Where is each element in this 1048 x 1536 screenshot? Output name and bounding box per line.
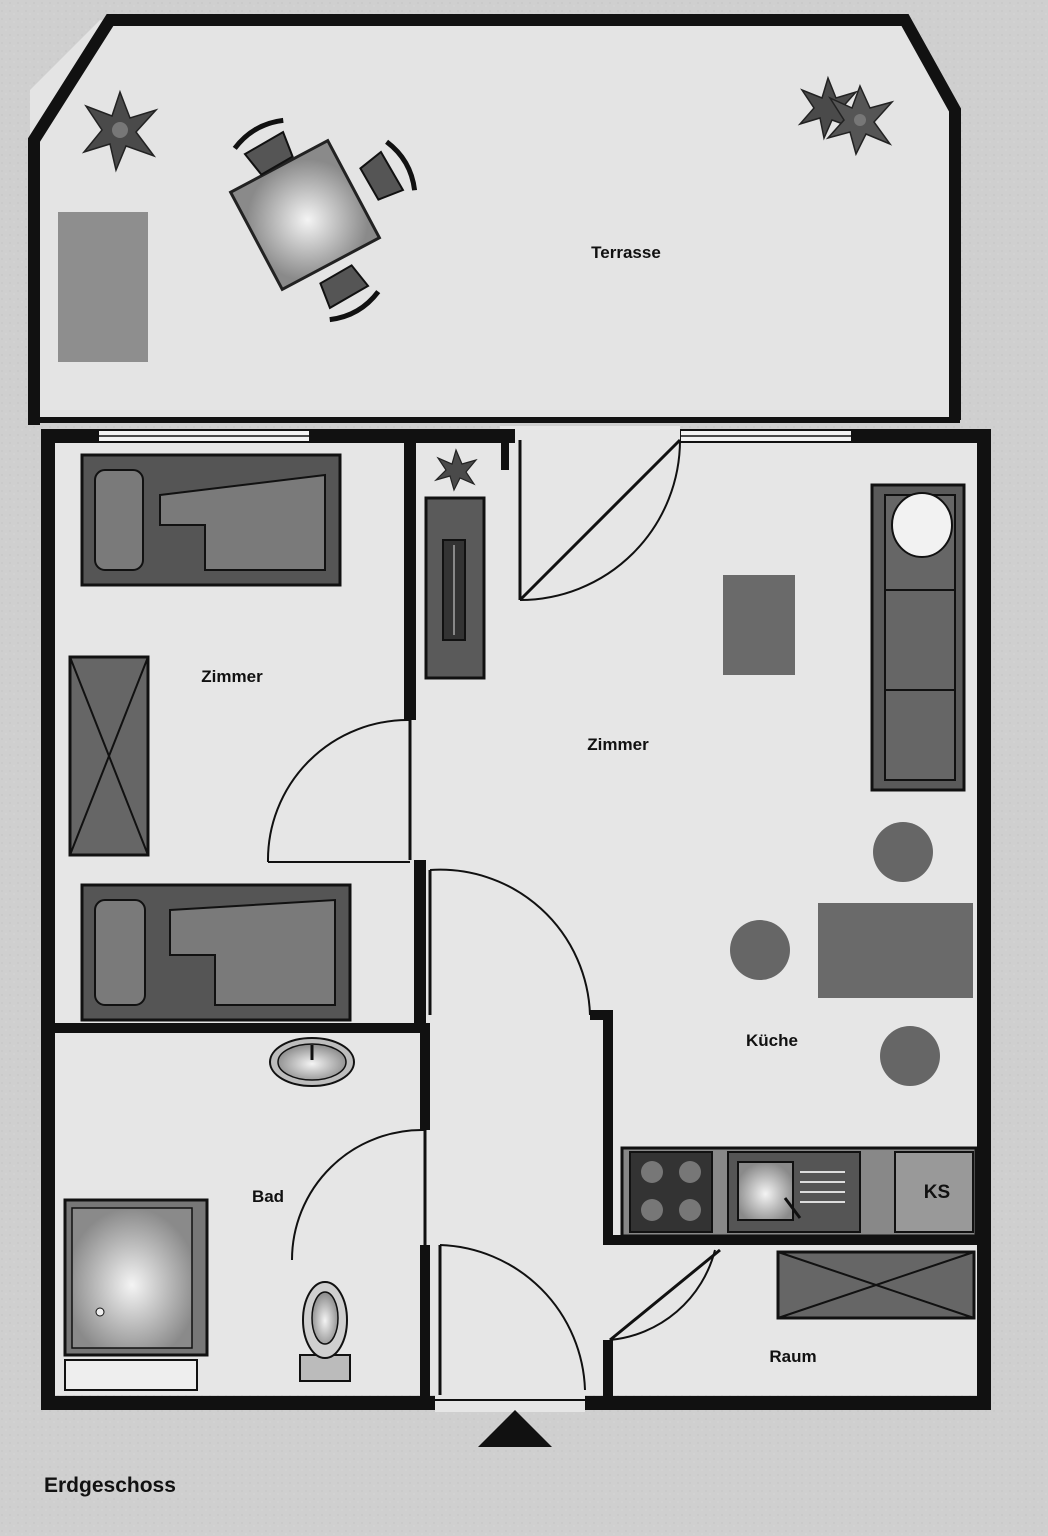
kitchen-counter bbox=[620, 1146, 978, 1238]
toilet-icon bbox=[299, 1281, 351, 1382]
sofa-icon bbox=[870, 483, 966, 792]
dining-chair bbox=[873, 822, 933, 882]
entrance-arrow-icon bbox=[478, 1410, 552, 1447]
door-swing bbox=[429, 868, 591, 1016]
chair-icon bbox=[232, 117, 294, 176]
stove-icon bbox=[629, 1151, 713, 1233]
dining-table bbox=[818, 903, 973, 998]
chair-icon bbox=[319, 264, 381, 323]
bed-icon bbox=[80, 453, 342, 587]
wardrobe-icon bbox=[68, 655, 150, 857]
room-label-zimmer-bedroom: Zimmer bbox=[201, 667, 263, 686]
washbasin-icon bbox=[269, 1037, 355, 1087]
floor-caption: Erdgeschoss bbox=[44, 1474, 176, 1497]
plant-icon bbox=[81, 89, 159, 173]
plant-icon bbox=[825, 84, 895, 157]
door-swing bbox=[609, 1249, 716, 1341]
door-swing bbox=[291, 1128, 426, 1261]
terrace-table bbox=[228, 138, 382, 292]
storage-shelf bbox=[776, 1250, 976, 1320]
bed-icon bbox=[80, 883, 352, 1022]
dining-chair bbox=[730, 920, 790, 980]
tv-cabinet-icon bbox=[424, 496, 486, 680]
chair-icon bbox=[359, 139, 418, 201]
coffee-table bbox=[723, 575, 795, 675]
plant-icon bbox=[433, 448, 478, 492]
room-label-kueche: Küche bbox=[746, 1031, 798, 1050]
bathroom-bench bbox=[64, 1359, 198, 1391]
room-label-zimmer-living: Zimmer bbox=[587, 735, 649, 754]
room-label-terrasse: Terrasse bbox=[591, 243, 661, 262]
dining-chair bbox=[880, 1026, 940, 1086]
interior-wall bbox=[590, 1010, 613, 1145]
door-swing bbox=[439, 1244, 586, 1391]
door-swing bbox=[266, 718, 411, 863]
room-label-bad: Bad bbox=[252, 1187, 284, 1206]
fridge-label: KS bbox=[924, 1182, 950, 1203]
terrace-wall bbox=[28, 14, 961, 425]
door-leaf bbox=[609, 1248, 721, 1342]
door-leaf bbox=[518, 438, 682, 602]
terrace-floor bbox=[30, 20, 950, 420]
room-label-raum: Raum bbox=[769, 1347, 816, 1366]
shower-icon bbox=[63, 1198, 209, 1357]
terrace-lounger bbox=[58, 212, 148, 362]
fridge-icon bbox=[894, 1151, 974, 1233]
door-swing bbox=[519, 439, 681, 601]
